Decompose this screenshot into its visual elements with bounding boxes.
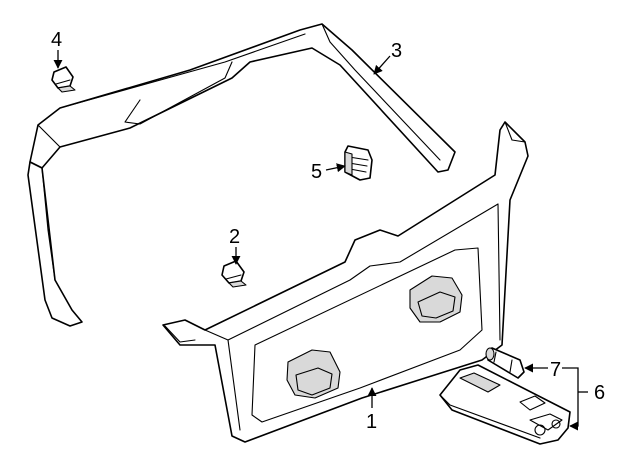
lamp-bulb [485, 347, 525, 379]
callout-5: 5 [311, 161, 322, 183]
callout-7: 7 [550, 359, 561, 381]
upper-trim-molding [29, 23, 456, 173]
callout-1: 1 [366, 411, 377, 433]
callout-2: 2 [229, 226, 240, 248]
stop-part-5 [344, 145, 373, 181]
callout-4: 4 [51, 29, 62, 51]
left-pillar-trim [27, 161, 83, 327]
leader-lines [53, 50, 588, 431]
liftgate-trim-panel [162, 121, 529, 443]
clip-part-4 [51, 66, 76, 93]
callout-6: 6 [594, 382, 605, 404]
clip-part-2 [221, 260, 247, 288]
callout-3: 3 [391, 40, 402, 62]
license-lamp-housing [439, 364, 571, 445]
